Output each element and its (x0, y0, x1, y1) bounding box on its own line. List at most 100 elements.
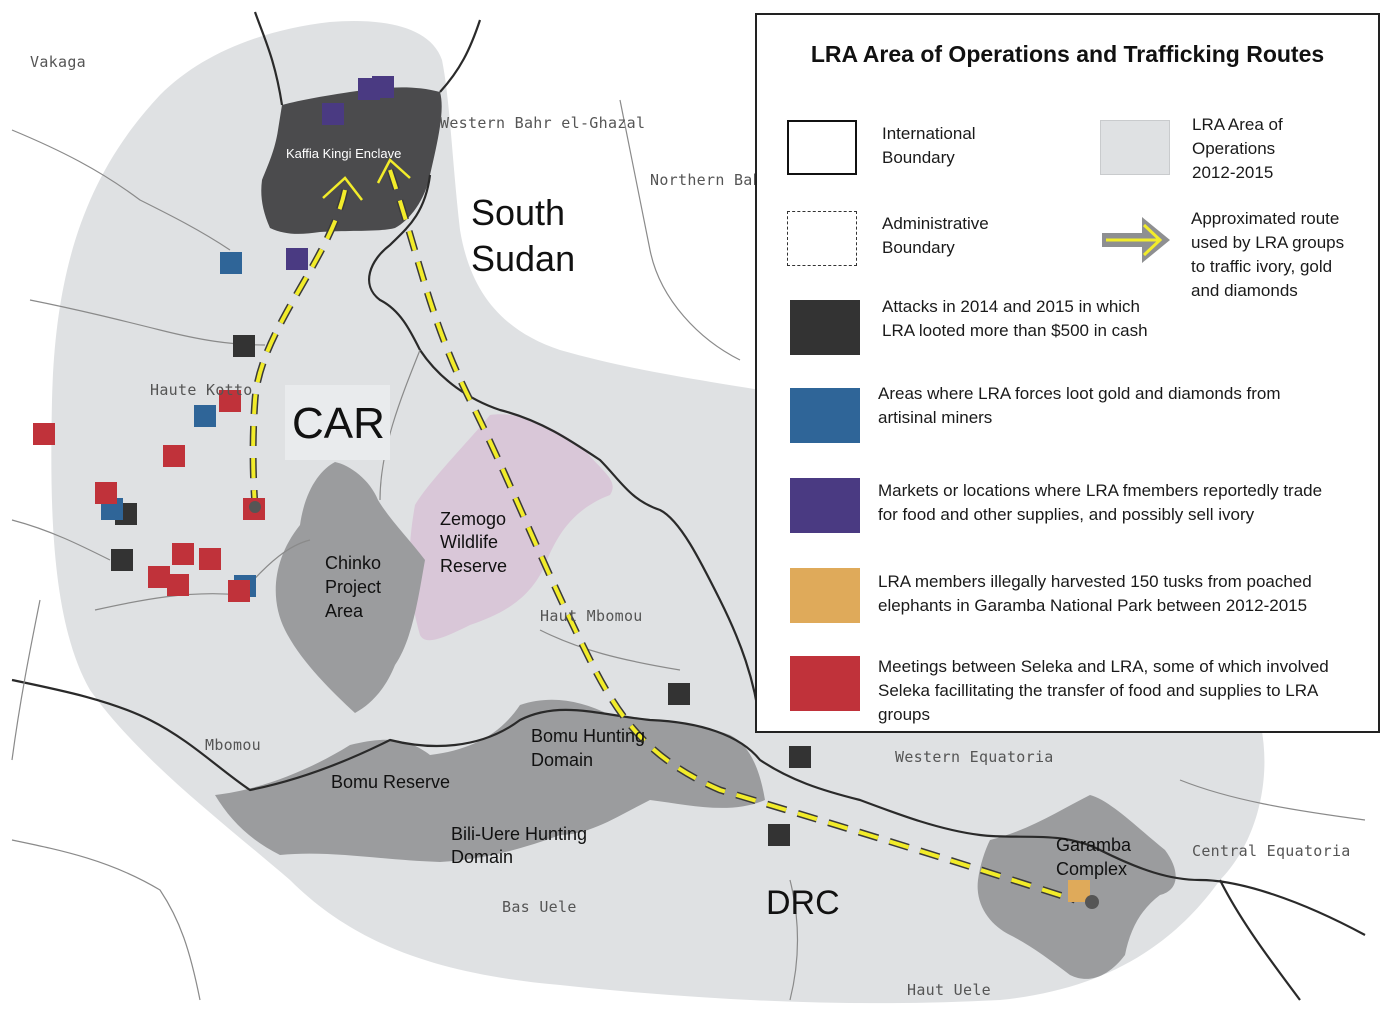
route-arrowhead (376, 157, 411, 184)
legend-label: LRA Area of (1192, 115, 1283, 134)
administrative-boundaries (11, 29, 1366, 1001)
area-label-zemogo-line3: Reserve (440, 556, 507, 576)
route-chinko-to-kaffia (251, 189, 347, 506)
region-label-western-equatoria: Western Equatoria (895, 748, 1054, 766)
legend-item-operations-area: LRA Area of Operations 2012-2015 (1192, 113, 1283, 185)
legend-item-attacks: Attacks in 2014 and 2015 in which LRA lo… (882, 295, 1148, 343)
seleka-meeting-marker (228, 580, 250, 602)
gold-looting-marker (194, 405, 216, 427)
seleka-meeting-marker (199, 548, 221, 570)
legend-swatch-gold-looting (790, 388, 860, 443)
legend-swatch-operations-area (1100, 120, 1170, 175)
market-markers (286, 76, 394, 270)
region-label-bas-uele: Bas Uele (502, 898, 577, 916)
garamba-route-end (1085, 895, 1099, 909)
legend-label: Attacks in 2014 and 2015 in which (882, 297, 1141, 316)
region-label-haut-mbomou: Haut Mbomou (540, 607, 643, 625)
region-label-haut-uele: Haut Uele (907, 981, 991, 999)
legend-swatch-ivory-harvest (790, 568, 860, 623)
region-label-haute-kotto: Haute Kotto (150, 381, 253, 399)
legend-label: for food and other supplies, and possibl… (878, 505, 1255, 524)
area-label-chinko-line3: Area (325, 601, 364, 621)
country-label-drc: DRC (766, 884, 840, 922)
legend-label: Seleka facillitating the transfer of foo… (878, 681, 1319, 700)
legend-label: and diamonds (1191, 281, 1298, 300)
legend-swatch-international-boundary (787, 120, 857, 175)
area-label-chinko-line1: Chinko (325, 553, 381, 573)
legend-label: artisinal miners (878, 408, 993, 427)
ivory-trafficking-routes (251, 169, 1076, 902)
international-boundaries (11, 11, 1366, 1001)
legend-label: Operations (1192, 139, 1276, 158)
area-label-garamba-line2: Complex (1056, 859, 1127, 879)
area-label-zemogo-line1: Zemogo (440, 509, 506, 529)
route-arrowhead (322, 176, 363, 201)
attack-marker (233, 335, 255, 357)
legend-label: International (882, 124, 976, 143)
car-label-background (285, 385, 390, 460)
kaffia-kingi-enclave-area (261, 87, 442, 234)
area-label-garamba-line1: Garamba (1056, 835, 1132, 855)
market-marker (372, 76, 394, 98)
country-label-south-sudan-line1: South (471, 192, 565, 233)
attack-marker (789, 746, 811, 768)
legend-label: elephants in Garamba National Park betwe… (878, 596, 1308, 615)
legend-item-markets: Markets or locations where LRA fmembers … (878, 479, 1322, 527)
map-legend: LRA Area of Operations and Trafficking R… (755, 13, 1380, 733)
seleka-meeting-marker (219, 390, 241, 412)
seleka-meeting-marker (163, 445, 185, 467)
market-marker (322, 103, 344, 125)
area-label-zemogo-line2: Wildlife (440, 532, 498, 552)
chinko-route-end (249, 501, 261, 513)
area-label-bili-uere-line1: Bili-Uere Hunting (451, 824, 587, 844)
legend-item-administrative-boundary: Administrative Boundary (882, 212, 989, 260)
legend-item-route: Approximated route used by LRA groups to… (1191, 207, 1344, 303)
legend-label: to traffic ivory, gold (1191, 257, 1333, 276)
region-label-central-equatoria: Central Equatoria (1192, 842, 1351, 860)
attack-marker (668, 683, 690, 705)
gold-looting-marker (220, 252, 242, 274)
region-label-northern-bahr: Northern Bahr (650, 171, 771, 189)
area-label-kaffia-kingi: Kaffia Kingi Enclave (286, 146, 401, 161)
market-marker (286, 248, 308, 270)
seleka-meeting-marker (95, 482, 117, 504)
area-label-chinko-line2: Project (325, 577, 381, 597)
legend-swatch-seleka-meetings (790, 656, 860, 711)
area-label-bili-uere-line2: Domain (451, 847, 513, 867)
legend-label: Areas where LRA forces loot gold and dia… (878, 384, 1281, 403)
country-label-car: CAR (292, 399, 385, 448)
legend-item-international-boundary: International Boundary (882, 122, 976, 170)
legend-label: LRA members illegally harvested 150 tusk… (878, 572, 1312, 591)
zemogo-reserve-area (409, 414, 613, 641)
legend-route-arrow-icon (1102, 217, 1170, 263)
route-garamba-to-kaffia (388, 169, 1076, 902)
legend-label: Markets or locations where LRA fmembers … (878, 481, 1323, 500)
region-label-mbomou: Mbomou (205, 736, 261, 754)
seleka-meeting-marker (172, 543, 194, 565)
bomu-protected-areas (215, 699, 765, 862)
area-label-bomu-reserve: Bomu Reserve (331, 772, 450, 792)
legend-label: Boundary (882, 238, 955, 257)
legend-label: Boundary (882, 148, 955, 167)
seleka-meeting-marker (148, 566, 170, 588)
legend-swatch-markets (790, 478, 860, 533)
legend-item-gold-looting: Areas where LRA forces loot gold and dia… (878, 382, 1281, 430)
ivory-harvest-marker (1068, 880, 1090, 902)
country-label-south-sudan-line2: Sudan (471, 238, 575, 279)
legend-label: used by LRA groups (1191, 233, 1345, 252)
legend-title: LRA Area of Operations and Trafficking R… (810, 41, 1325, 67)
chinko-project-area (275, 462, 425, 713)
attack-marker (111, 549, 133, 571)
region-label-western-bahr-el-ghazal: Western Bahr el-Ghazal (440, 114, 645, 132)
legend-item-ivory-harvest: LRA members illegally harvested 150 tusk… (878, 570, 1312, 618)
area-label-bomu-hunting-line1: Bomu Hunting (531, 726, 645, 746)
seleka-meeting-marker (33, 423, 55, 445)
legend-label: LRA looted more than $500 in cash (882, 321, 1148, 340)
legend-label: Meetings between Seleka and LRA, some of… (878, 657, 1329, 676)
legend-label: Administrative (882, 214, 989, 233)
seleka-meeting-marker (167, 574, 189, 596)
legend-label: Approximated route (1191, 209, 1340, 228)
region-label-vakaga: Vakaga (30, 53, 86, 71)
legend-label: 2012-2015 (1192, 163, 1274, 182)
